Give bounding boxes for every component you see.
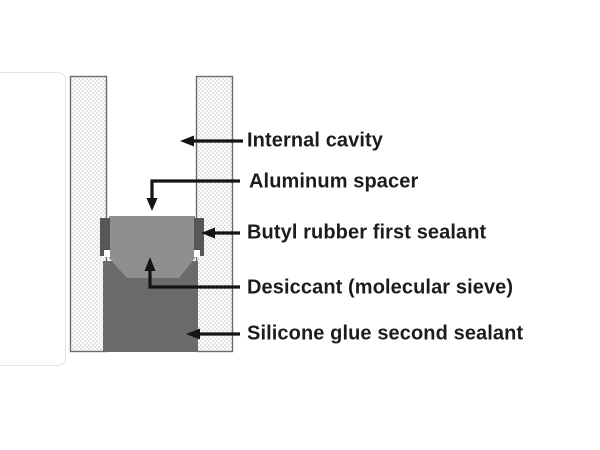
- butyl-arrowhead: [201, 227, 215, 239]
- left-card-edge: [0, 72, 66, 366]
- aluminum-spacer-leader-line: [150, 179, 240, 198]
- butyl-strip-right: [194, 218, 204, 256]
- label-aluminum-spacer: Aluminum spacer: [249, 170, 419, 193]
- label-desiccant-molecular-sieve: Desiccant (molecular sieve): [247, 276, 514, 299]
- silicone-arrowhead: [186, 328, 200, 340]
- desiccant-arrowhead: [144, 257, 156, 271]
- butyl-strip-left: [100, 218, 110, 256]
- aluminum-spacer-arrowhead: [146, 198, 158, 211]
- right-glass-pane: [195, 75, 234, 353]
- label-silicone-glue-second-sealant: Silicone glue second sealant: [247, 322, 524, 345]
- notch-right: [194, 250, 200, 257]
- internal-cavity-arrowhead: [180, 135, 194, 147]
- aluminum-spacer-shape: [109, 216, 195, 278]
- desiccant-leader-line: [148, 271, 240, 289]
- notch-left: [104, 250, 110, 257]
- label-butyl-rubber-first-sealant: Butyl rubber first sealant: [247, 221, 487, 244]
- label-internal-cavity: Internal cavity: [247, 129, 384, 152]
- left-glass-pane: [69, 75, 108, 353]
